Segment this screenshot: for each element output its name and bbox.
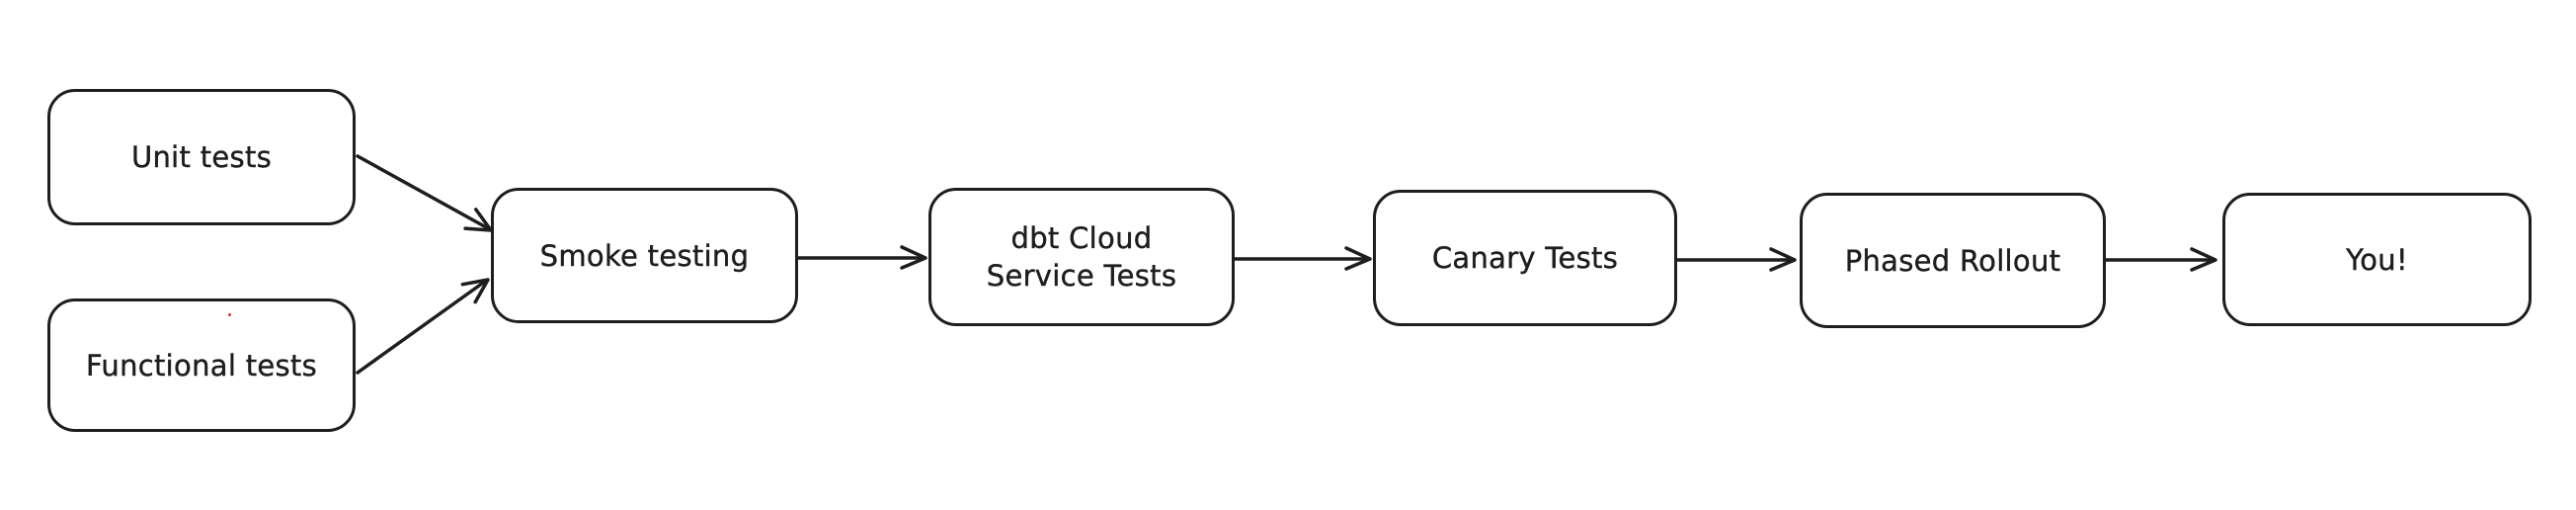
red-dot-artifact [228,313,231,316]
node-dbt-cloud-service-tests: dbt Cloud Service Tests [928,188,1235,326]
arrow-functional-tests-to-smoke-testing [356,278,490,375]
node-you-label: You! [2346,242,2408,277]
arrow-dbt-cloud-service-tests-to-canary-tests [1233,246,1372,271]
arrow-unit-tests-to-smoke-testing [356,154,493,232]
node-functional-tests: Functional tests [47,298,356,432]
node-canary-tests: Canary Tests [1373,190,1677,326]
arrow-phased-rollout-to-you [2104,247,2217,272]
node-unit-tests-label: Unit tests [130,140,273,174]
node-canary-tests-label: Canary Tests [1431,241,1619,275]
node-you: You! [2222,193,2532,326]
node-unit-tests: Unit tests [47,89,356,225]
arrow-canary-tests-to-phased-rollout [1675,247,1797,272]
node-phased-rollout: Phased Rollout [1800,193,2106,328]
node-smoke-testing-label: Smoke testing [539,238,750,273]
arrow-smoke-testing-to-dbt-cloud-service-tests [796,245,927,270]
node-dbt-cloud-service-tests-label: dbt Cloud Service Tests [986,221,1177,293]
node-smoke-testing: Smoke testing [491,188,798,323]
node-phased-rollout-label: Phased Rollout [1844,243,2061,278]
node-functional-tests-label: Functional tests [86,348,317,382]
